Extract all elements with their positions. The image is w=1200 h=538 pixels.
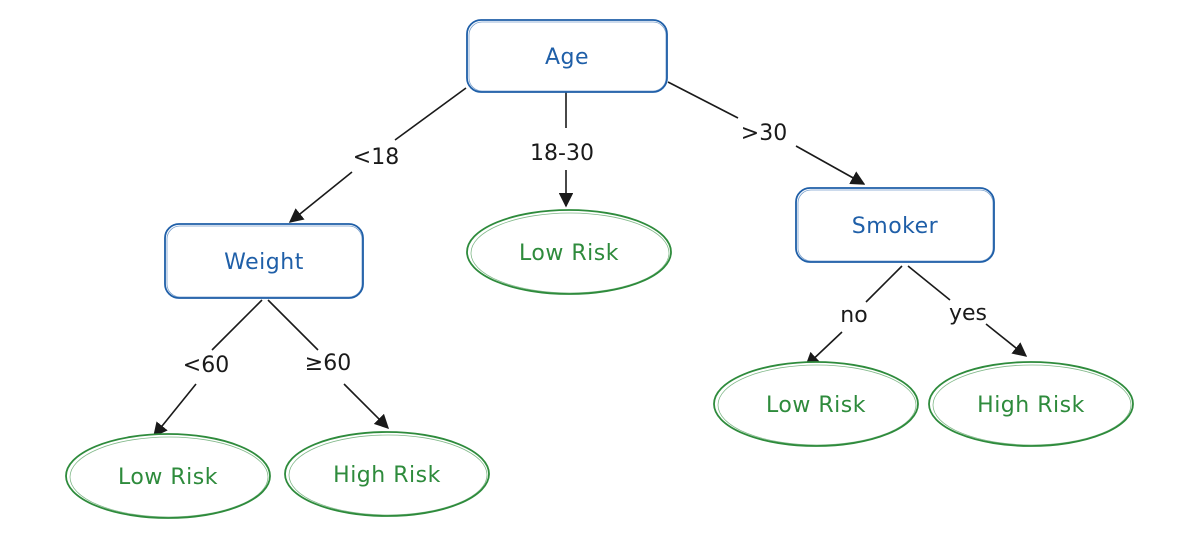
edge-smoker-yes-arrow (985, 323, 1028, 357)
edge-label-no: no (840, 303, 867, 328)
node-smoker: Smoker (795, 187, 995, 263)
edge-age-lt18 (394, 87, 467, 141)
leaf-weight-high-risk-label: High Risk (333, 463, 441, 488)
edge-weight-lt60 (211, 299, 263, 351)
edge-label-lt60: <60 (183, 353, 229, 378)
node-weight: Weight (164, 223, 364, 299)
edge-label-gt30: >30 (741, 121, 787, 146)
leaf-weight-low-risk-label: Low Risk (118, 465, 218, 490)
leaf-smoker-low-risk: Low Risk (713, 361, 919, 447)
leaf-smoker-low-risk-label: Low Risk (766, 393, 866, 418)
edge-age-gt30-arrow (795, 145, 866, 185)
node-smoker-label: Smoker (852, 214, 939, 239)
edge-smoker-yes (907, 265, 951, 301)
leaf-smoker-high-risk: High Risk (928, 361, 1134, 447)
leaf-mid-low-risk: Low Risk (466, 209, 672, 295)
leaf-weight-high-risk: High Risk (284, 431, 490, 517)
leaf-smoker-high-risk-label: High Risk (977, 393, 1085, 418)
leaf-mid-low-risk-label: Low Risk (519, 241, 619, 266)
edge-label-18-30: 18-30 (530, 141, 594, 166)
edge-label-yes: yes (949, 301, 987, 326)
node-weight-label: Weight (224, 250, 304, 275)
edge-weight-lt60-arrow (153, 383, 197, 438)
leaf-weight-low-risk: Low Risk (65, 433, 271, 519)
edge-weight-ge60 (267, 299, 319, 351)
edge-label-ge60: ≥60 (305, 351, 351, 376)
edge-label-lt18: <18 (353, 145, 399, 170)
node-age: Age (466, 19, 668, 93)
edge-age-lt18-arrow (288, 171, 353, 223)
edge-smoker-no-arrow (804, 331, 843, 367)
edge-smoker-no (865, 265, 903, 303)
edge-weight-ge60-arrow (343, 383, 390, 430)
edges (153, 81, 1028, 438)
node-age-label: Age (545, 45, 589, 70)
edge-age-gt30 (667, 81, 739, 119)
